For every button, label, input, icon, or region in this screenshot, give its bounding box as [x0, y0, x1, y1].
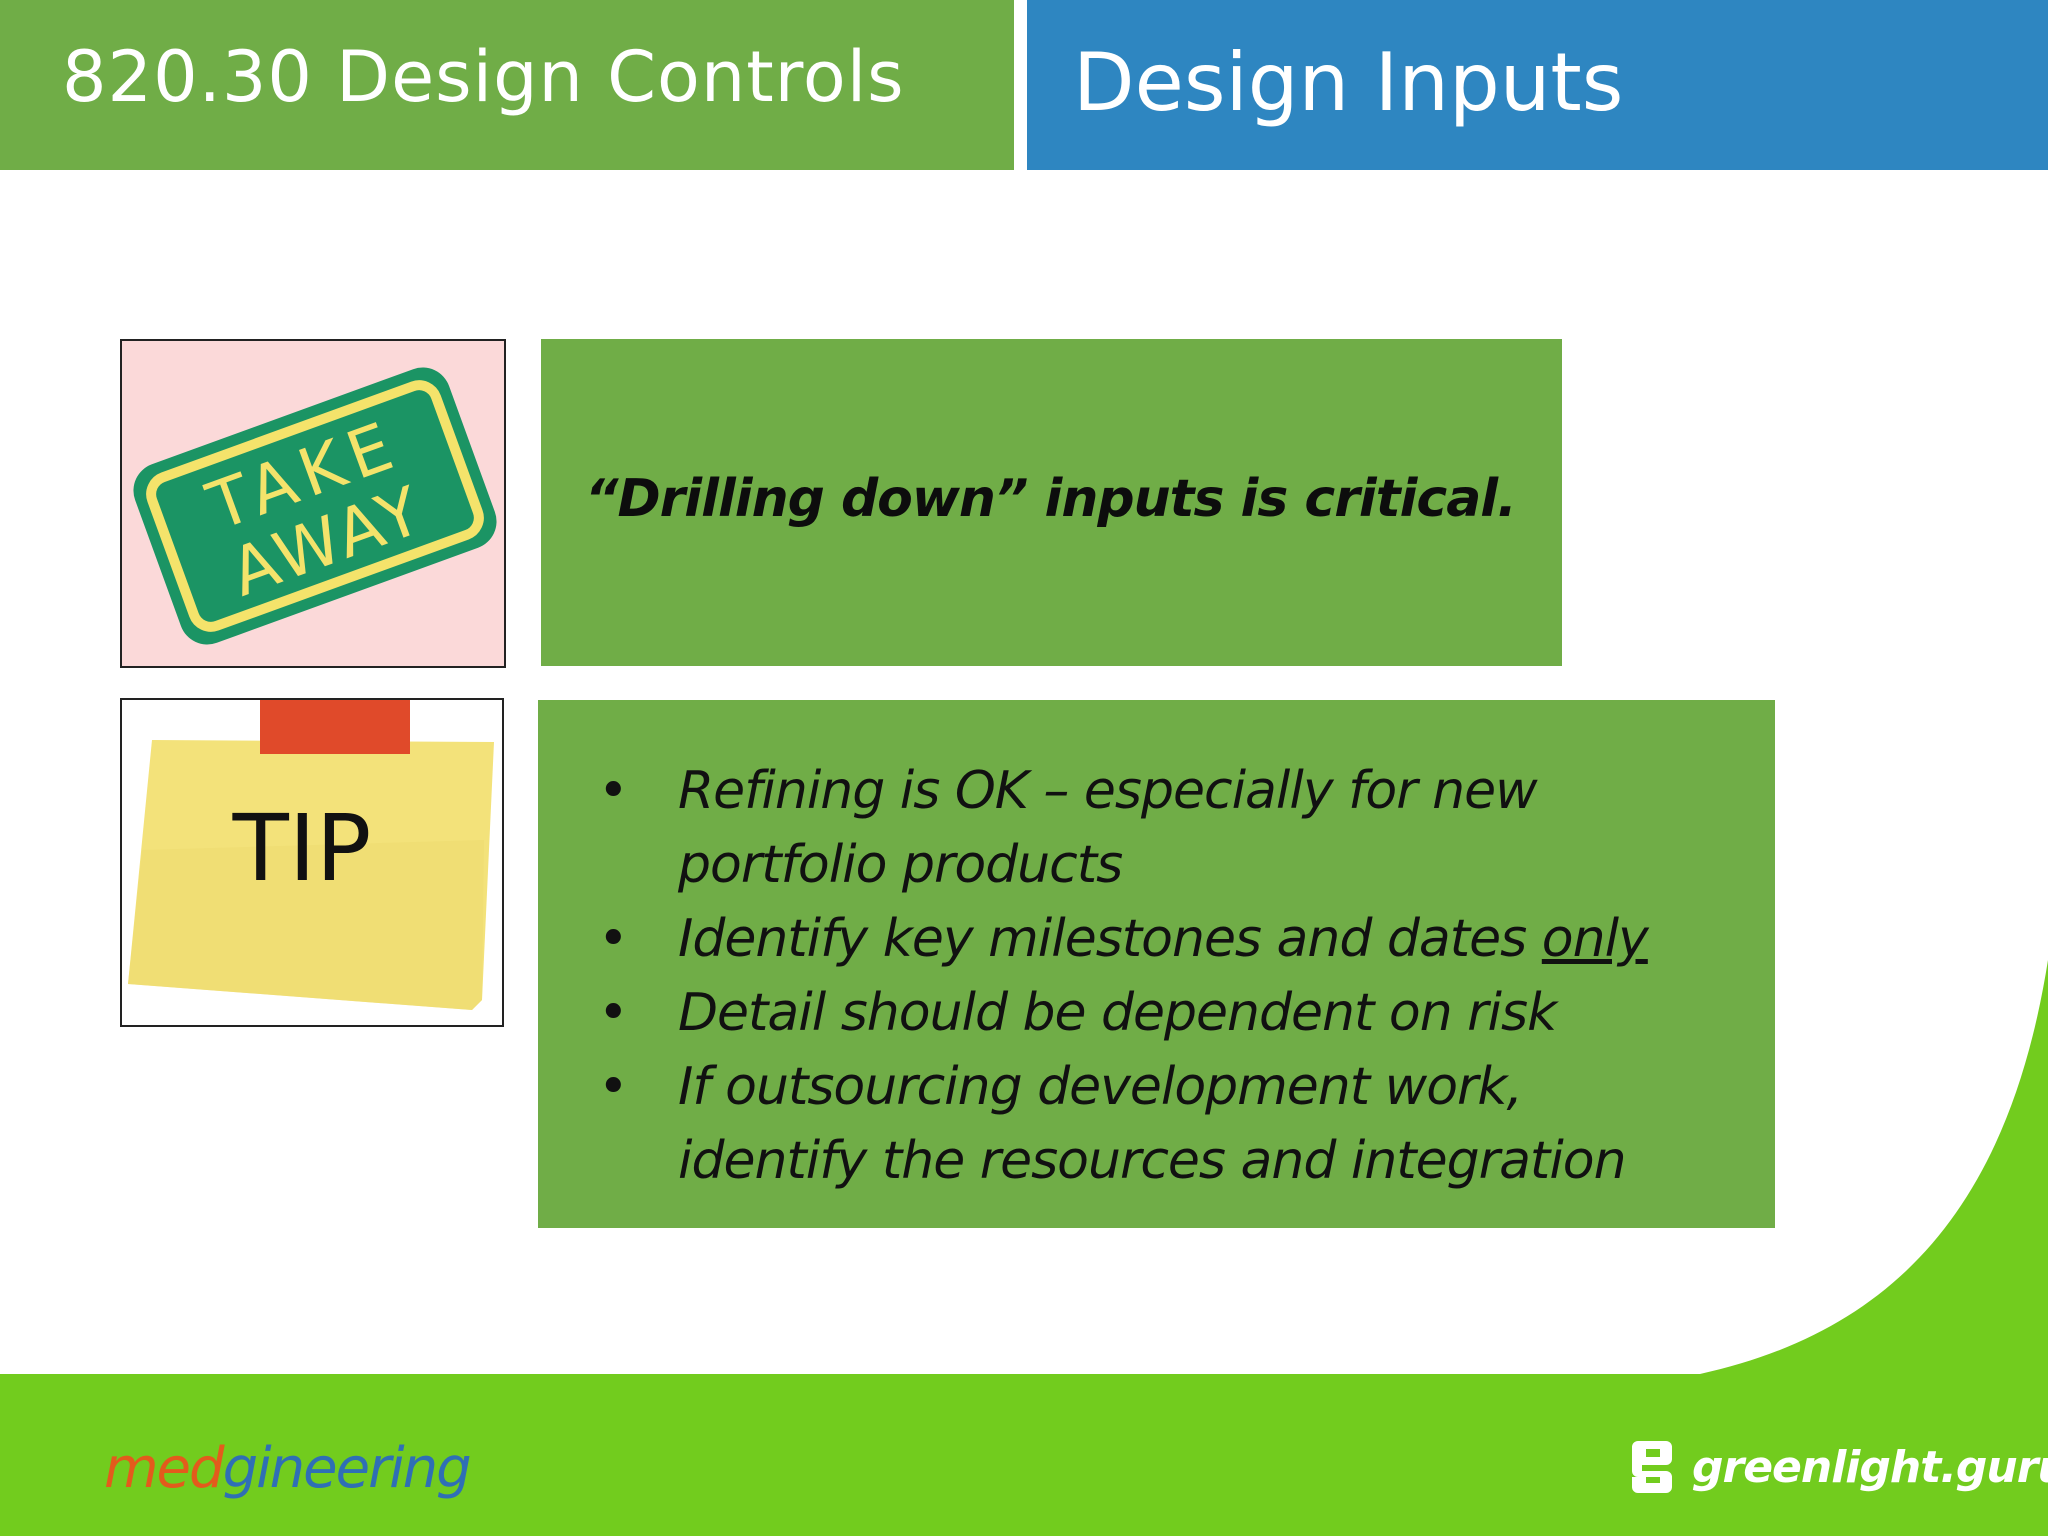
tip-item-text: If outsourcing development work, identif… — [678, 1057, 1627, 1191]
header-slide-bar: Design Inputs — [1027, 0, 2048, 170]
bullet: • — [598, 1057, 629, 1117]
tip-item-text: Detail should be dependent on risk — [678, 983, 1557, 1043]
tip-item: • Refining is OK – especially for new po… — [598, 754, 1698, 902]
tip-image: TIP — [120, 698, 504, 1027]
sticky-note-icon: TIP — [128, 700, 494, 1010]
bullet: • — [598, 983, 629, 1043]
tip-item: • If outsourcing development work, ident… — [598, 1050, 1698, 1198]
section-title: 820.30 Design Controls — [62, 36, 905, 118]
tip-item-text: Refining is OK – especially for new port… — [678, 761, 1538, 895]
tip-item-text: Identify key milestones and dates — [678, 909, 1542, 969]
takeaway-quote: “Drilling down” inputs is critical. — [585, 469, 1517, 529]
greenlight-icon — [1632, 1441, 1672, 1493]
tip-text: TIP — [232, 795, 372, 902]
tip-box: • Refining is OK – especially for new po… — [538, 700, 1775, 1228]
tip-item: • Detail should be dependent on risk — [598, 976, 1698, 1050]
medgineering-logo: medgineering — [104, 1436, 472, 1501]
bullet: • — [598, 909, 629, 969]
greenlight-guru-logo: greenlight.guru — [1628, 1432, 2048, 1502]
tip-item-emphasis: only — [1541, 909, 1649, 969]
takeaway-sign-icon: TAKE AWAY — [133, 367, 497, 645]
bullet: • — [598, 761, 629, 821]
takeaway-image: TAKE AWAY — [120, 339, 506, 668]
header-section-bar: 820.30 Design Controls — [0, 0, 1014, 170]
tip-item: • Identify key milestones and dates only — [598, 902, 1698, 976]
greenlight-name: greenlight.guru — [1692, 1441, 2048, 1493]
slide-title: Design Inputs — [1073, 36, 1624, 129]
takeaway-box: “Drilling down” inputs is critical. — [541, 339, 1562, 666]
tip-list: • Refining is OK – especially for new po… — [598, 754, 1698, 1198]
